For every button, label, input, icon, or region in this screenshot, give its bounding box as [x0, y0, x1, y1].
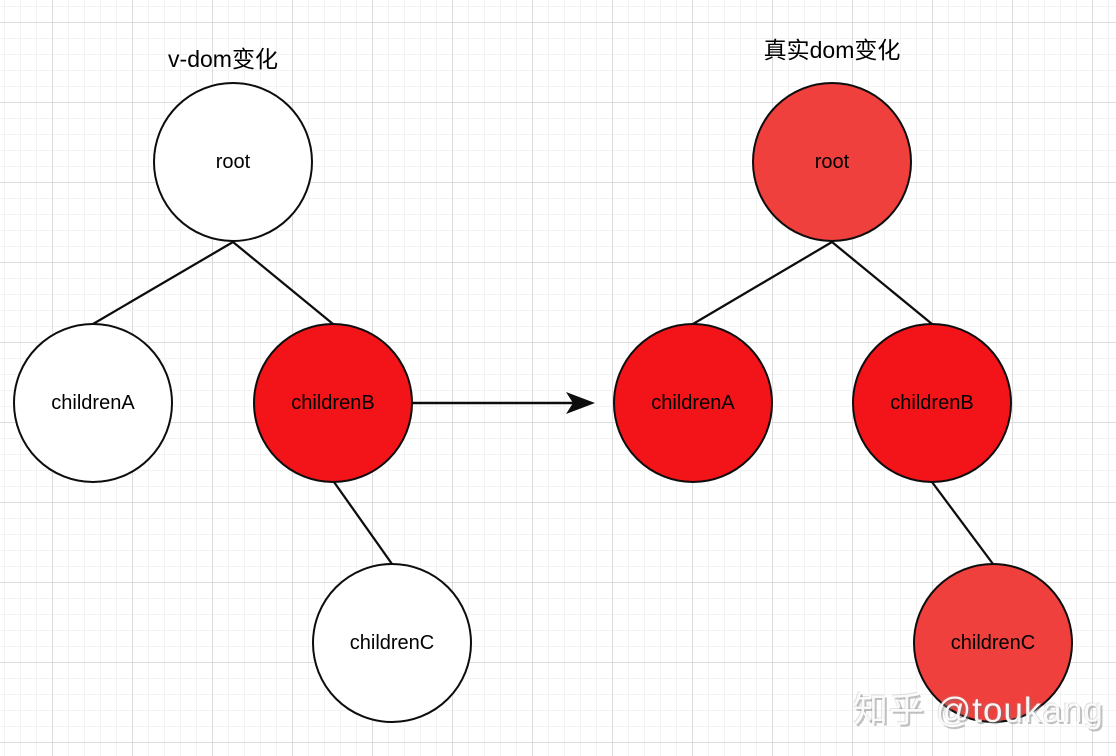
right-tree-title: 真实dom变化 [763, 37, 901, 63]
node-label: root [215, 151, 251, 173]
edge-strokes [92, 241, 994, 565]
right-tree-childrenB-node: childrenB [852, 323, 1012, 483]
node-label: childrenB [890, 392, 974, 414]
zhihu-watermark: 知乎 @toukang [853, 691, 1104, 730]
node-label: childrenA [51, 392, 135, 414]
diff-arrow-head [566, 392, 595, 414]
node-label: childrenB [291, 392, 375, 414]
edge-left-root-childrenB [232, 241, 334, 325]
node-label: childrenC [349, 632, 435, 654]
node-label: childrenC [950, 632, 1036, 654]
edge-right-root-childrenA [692, 241, 833, 325]
right-tree-root-node: root [752, 82, 912, 242]
right-tree-childrenA-node: childrenA [613, 323, 773, 483]
left-tree-childrenB-node: childrenB [253, 323, 413, 483]
left-tree-childrenC-node: childrenC [312, 563, 472, 723]
node-label: childrenA [651, 392, 735, 414]
node-label: root [814, 151, 850, 173]
left-tree-title: v-dom变化 [168, 46, 278, 72]
edge-right-childrenB-childrenC [931, 481, 994, 565]
right-tree-childrenC-node: childrenC [913, 563, 1073, 723]
edge-right-root-childrenB [831, 241, 933, 325]
left-tree-root-node: root [153, 82, 313, 242]
edge-left-root-childrenA [92, 241, 234, 325]
edge-left-childrenB-childrenC [333, 481, 393, 565]
left-tree-childrenA-node: childrenA [13, 323, 173, 483]
